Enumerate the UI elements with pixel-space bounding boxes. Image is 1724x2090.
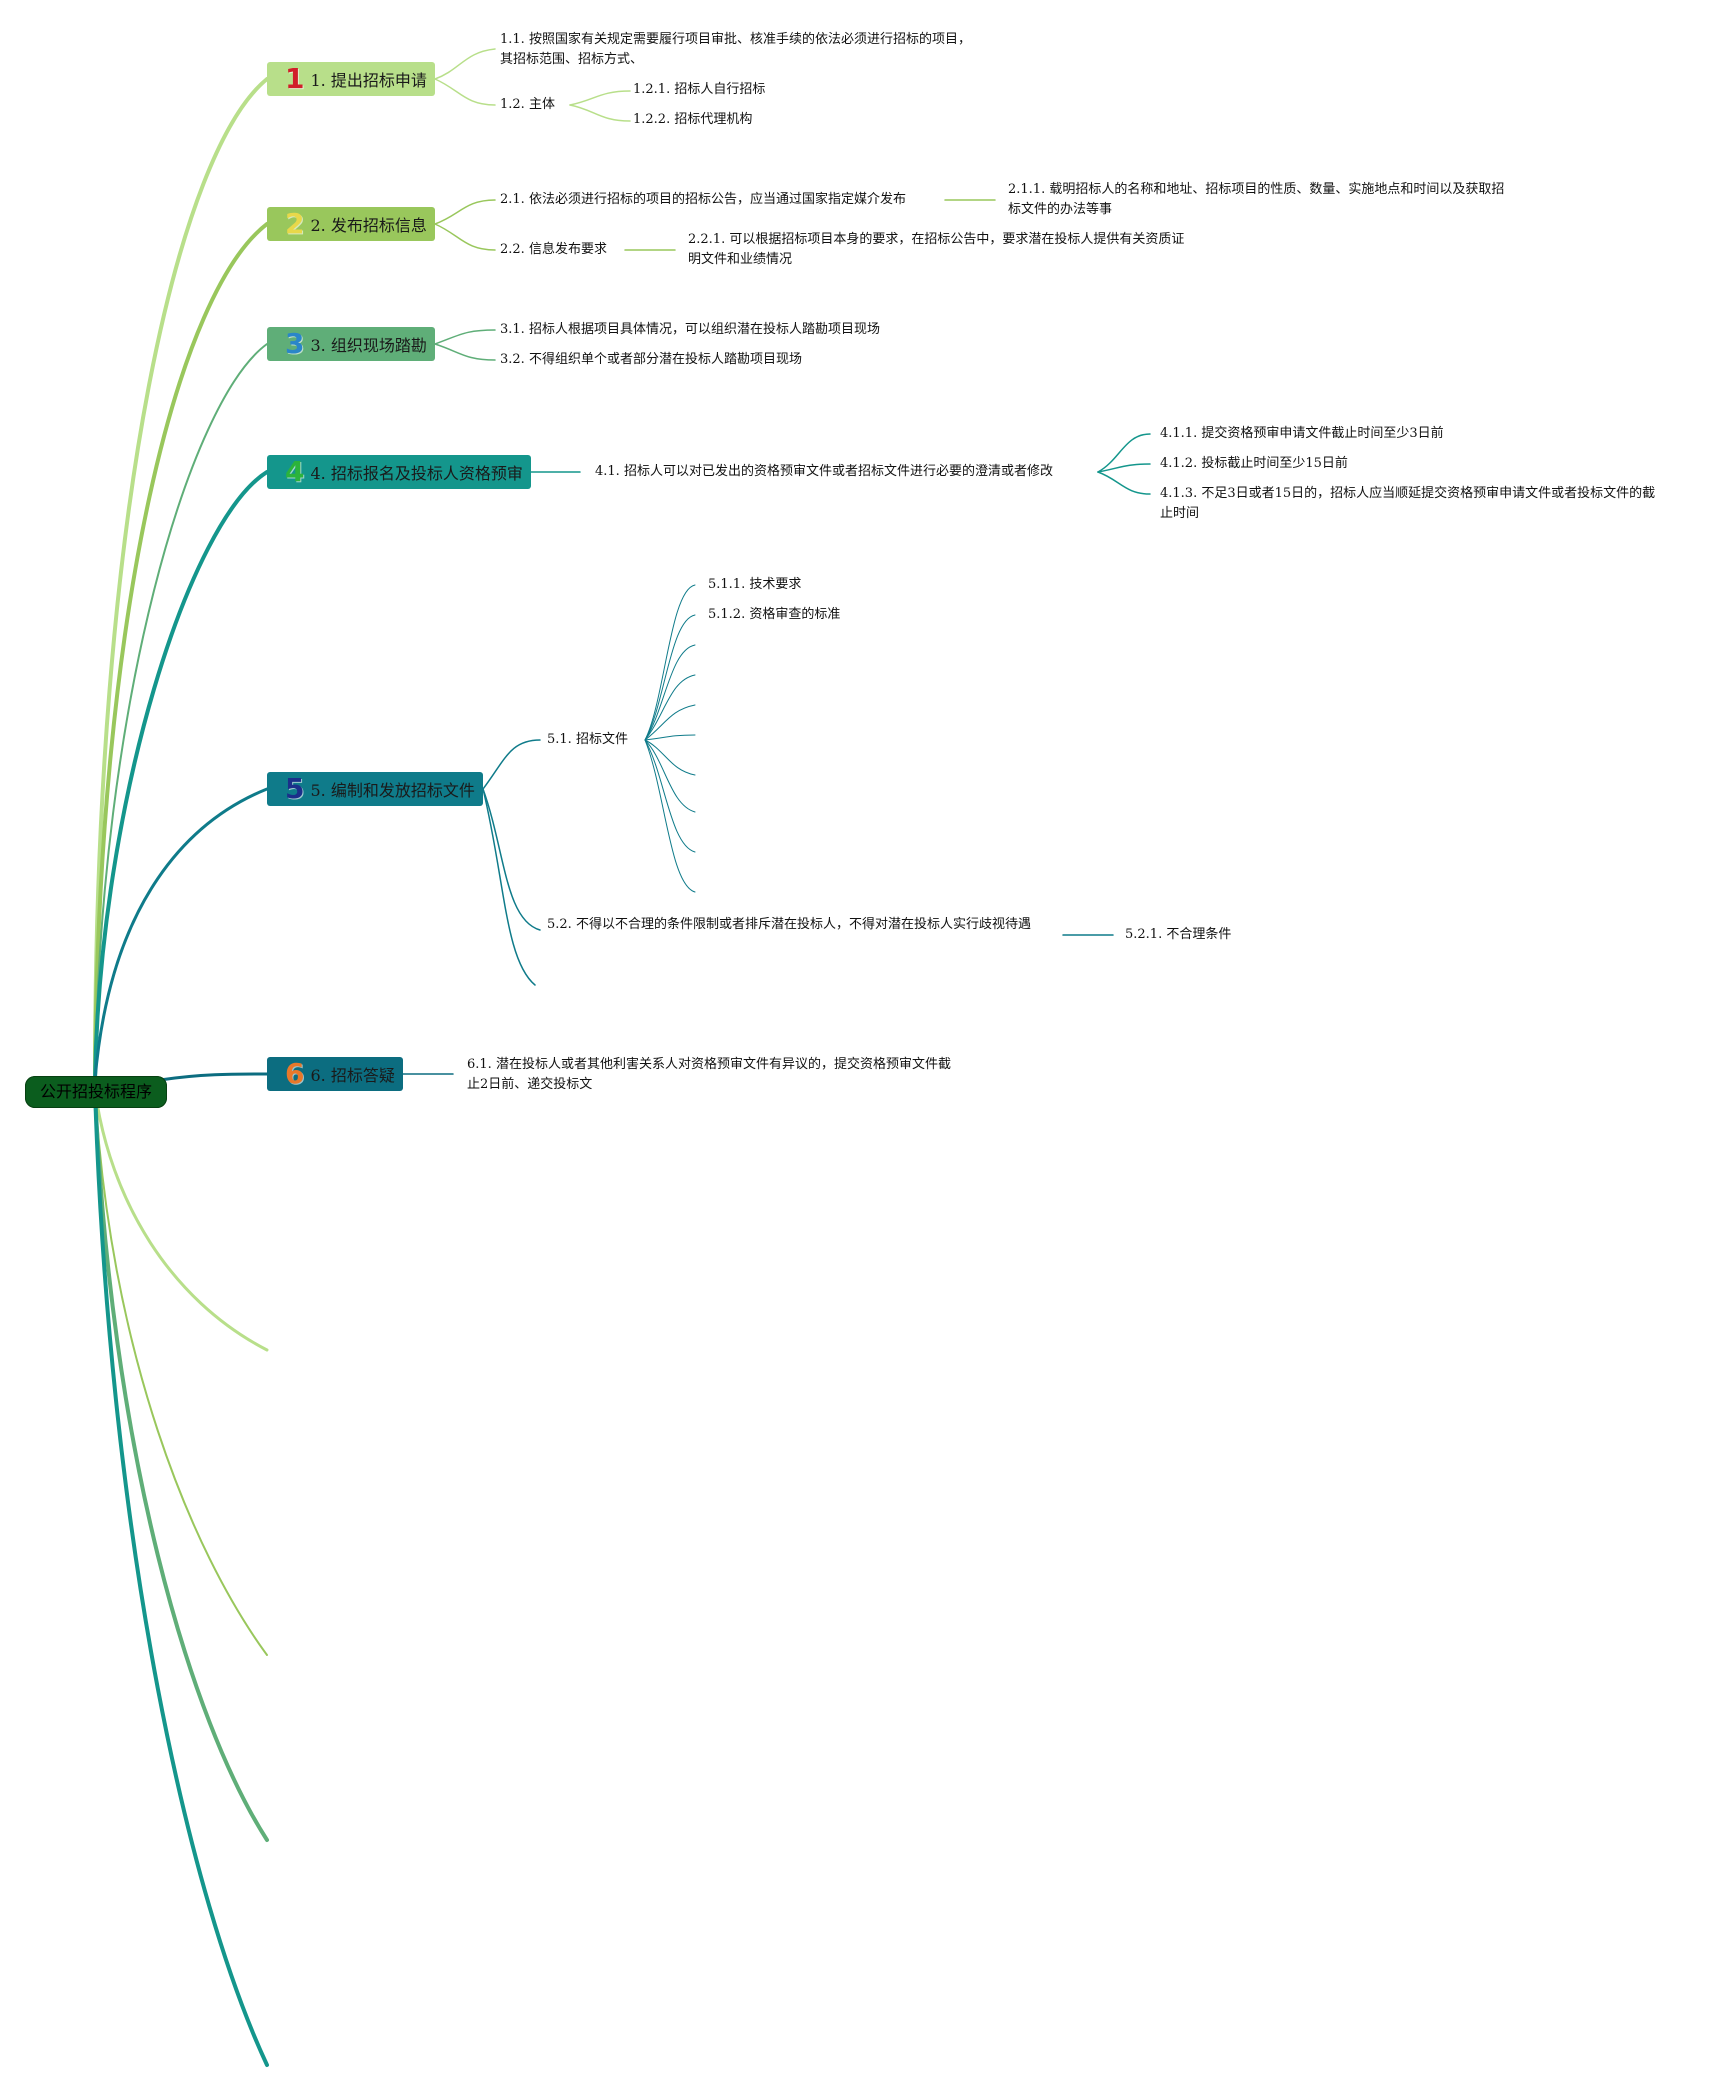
edge-root-b5 — [93, 787, 269, 1082]
node-6-1[interactable]: 6.1. 潜在投标人或者其他利害关系人对资格预审文件有异议的，提交资格预审文件截… — [467, 1057, 951, 1092]
node-2-2-1[interactable]: 2.2.1. 可以根据招标项目本身的要求，在招标公告中，要求潜在投标人提供有关资… — [688, 232, 1185, 267]
node-5-2[interactable]: 5.2. 不得以不合理的条件限制或者排斥潜在投标人，不得对潜在投标人实行歧视待遇 — [547, 917, 1031, 932]
edge-root-b6 — [158, 1072, 269, 1082]
branch-4[interactable]: 4 4. 招标报名及投标人资格预审 — [267, 455, 531, 489]
branch-label-2: 2. 发布招标信息 — [310, 216, 427, 235]
node-4-1-1[interactable]: 4.1.1. 提交资格预审申请文件截止时间至少3日前 — [1160, 426, 1444, 441]
root-label: 公开招投标程序 — [39, 1082, 152, 1101]
branch-5[interactable]: 5 5. 编制和发放招标文件 — [267, 772, 483, 806]
branch-number-2: 2 — [285, 207, 305, 240]
node-2-1-1[interactable]: 2.1.1. 载明招标人的名称和地址、招标项目的性质、数量、实施地点和时间以及获… — [1008, 182, 1505, 217]
edge-root-empty-1 — [93, 1088, 269, 1352]
branch-6[interactable]: 6 6. 招标答疑 — [267, 1057, 403, 1091]
branch-number-1: 1 — [285, 62, 305, 95]
node-1-2-1[interactable]: 1.2.1. 招标人自行招标 — [633, 82, 766, 97]
node-5-1[interactable]: 5.1. 招标文件 — [547, 732, 628, 747]
node-5-1-2[interactable]: 5.1.2. 资格审查的标准 — [708, 607, 841, 622]
edge-root-b1 — [93, 77, 269, 1082]
branch-label-3: 3. 组织现场踏勘 — [310, 336, 427, 355]
branch-label-6: 6. 招标答疑 — [310, 1066, 395, 1085]
node-5-1-1[interactable]: 5.1.1. 技术要求 — [708, 577, 802, 592]
node-3-1[interactable]: 3.1. 招标人根据项目具体情况，可以组织潜在投标人踏勘项目现场 — [500, 322, 880, 337]
branch-1[interactable]: 1 1. 提出招标申请 — [267, 62, 435, 96]
edge-root-empty-3 — [93, 1088, 269, 1842]
node-1-2-2[interactable]: 1.2.2. 招标代理机构 — [633, 112, 753, 127]
node-4-1-3[interactable]: 4.1.3. 不足3日或者15日的，招标人应当顺延提交资格预审申请文件或者投标文… — [1160, 486, 1656, 521]
branch-label-5: 5. 编制和发放招标文件 — [310, 781, 475, 800]
branch-number-4: 4 — [285, 455, 305, 488]
node-4-1[interactable]: 4.1. 招标人可以对已发出的资格预审文件或者招标文件进行必要的澄清或者修改 — [595, 464, 1053, 479]
branch-number-5: 5 — [285, 772, 305, 805]
edge-root-b2 — [93, 222, 269, 1082]
branch-label-1: 1. 提出招标申请 — [310, 71, 427, 90]
node-1-1[interactable]: 1.1. 按照国家有关规定需要履行项目审批、核准手续的依法必须进行招标的项目，其… — [500, 32, 971, 67]
node-2-1[interactable]: 2.1. 依法必须进行招标的项目的招标公告，应当通过国家指定媒介发布 — [500, 192, 906, 207]
branch-number-6: 6 — [285, 1057, 305, 1090]
edge-root-empty-4 — [93, 1088, 269, 2067]
root-node[interactable]: 公开招投标程序 — [25, 1076, 167, 1108]
node-3-2[interactable]: 3.2. 不得组织单个或者部分潜在投标人踏勘项目现场 — [500, 352, 802, 367]
edge-root-b4 — [93, 470, 269, 1082]
node-1-2[interactable]: 1.2. 主体 — [500, 97, 555, 112]
branch-number-3: 3 — [285, 327, 305, 360]
node-5-2-1[interactable]: 5.2.1. 不合理条件 — [1125, 927, 1232, 942]
branch-2[interactable]: 2 2. 发布招标信息 — [267, 207, 435, 241]
node-4-1-2[interactable]: 4.1.2. 投标截止时间至少15日前 — [1160, 456, 1348, 471]
node-2-2[interactable]: 2.2. 信息发布要求 — [500, 242, 607, 257]
edge-root-b3 — [94, 343, 268, 1081]
edge-root-empty-2 — [94, 1089, 268, 1656]
branch-3[interactable]: 3 3. 组织现场踏勘 — [267, 327, 435, 361]
branch-label-4: 4. 招标报名及投标人资格预审 — [310, 464, 523, 483]
